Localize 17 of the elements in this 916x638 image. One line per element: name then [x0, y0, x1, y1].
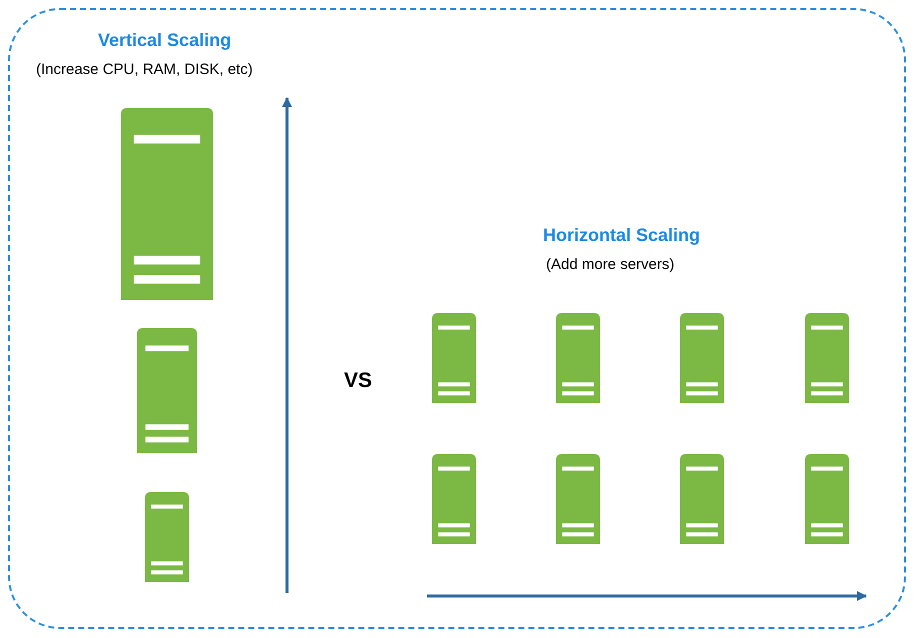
- section-title: Vertical Scaling: [98, 29, 232, 52]
- server-drawing: [556, 313, 600, 403]
- server-drawing: [432, 313, 476, 403]
- server-drawing: [556, 454, 600, 544]
- server-drawing: [137, 328, 197, 453]
- section-title: Horizontal Scaling: [543, 224, 700, 247]
- section-subtitle: (Add more servers): [546, 255, 674, 275]
- server-drawing: [121, 108, 213, 300]
- server-drawing: [432, 454, 476, 544]
- server-drawing: [680, 454, 724, 544]
- server-drawing: [805, 313, 849, 403]
- section-subtitle: (Increase CPU, RAM, DISK, etc): [36, 60, 253, 80]
- server-drawing: [805, 454, 849, 544]
- dashed-frame: [8, 8, 906, 629]
- server-drawing: [145, 492, 189, 582]
- server-drawing: [680, 313, 724, 403]
- versus-label: VS: [344, 368, 372, 394]
